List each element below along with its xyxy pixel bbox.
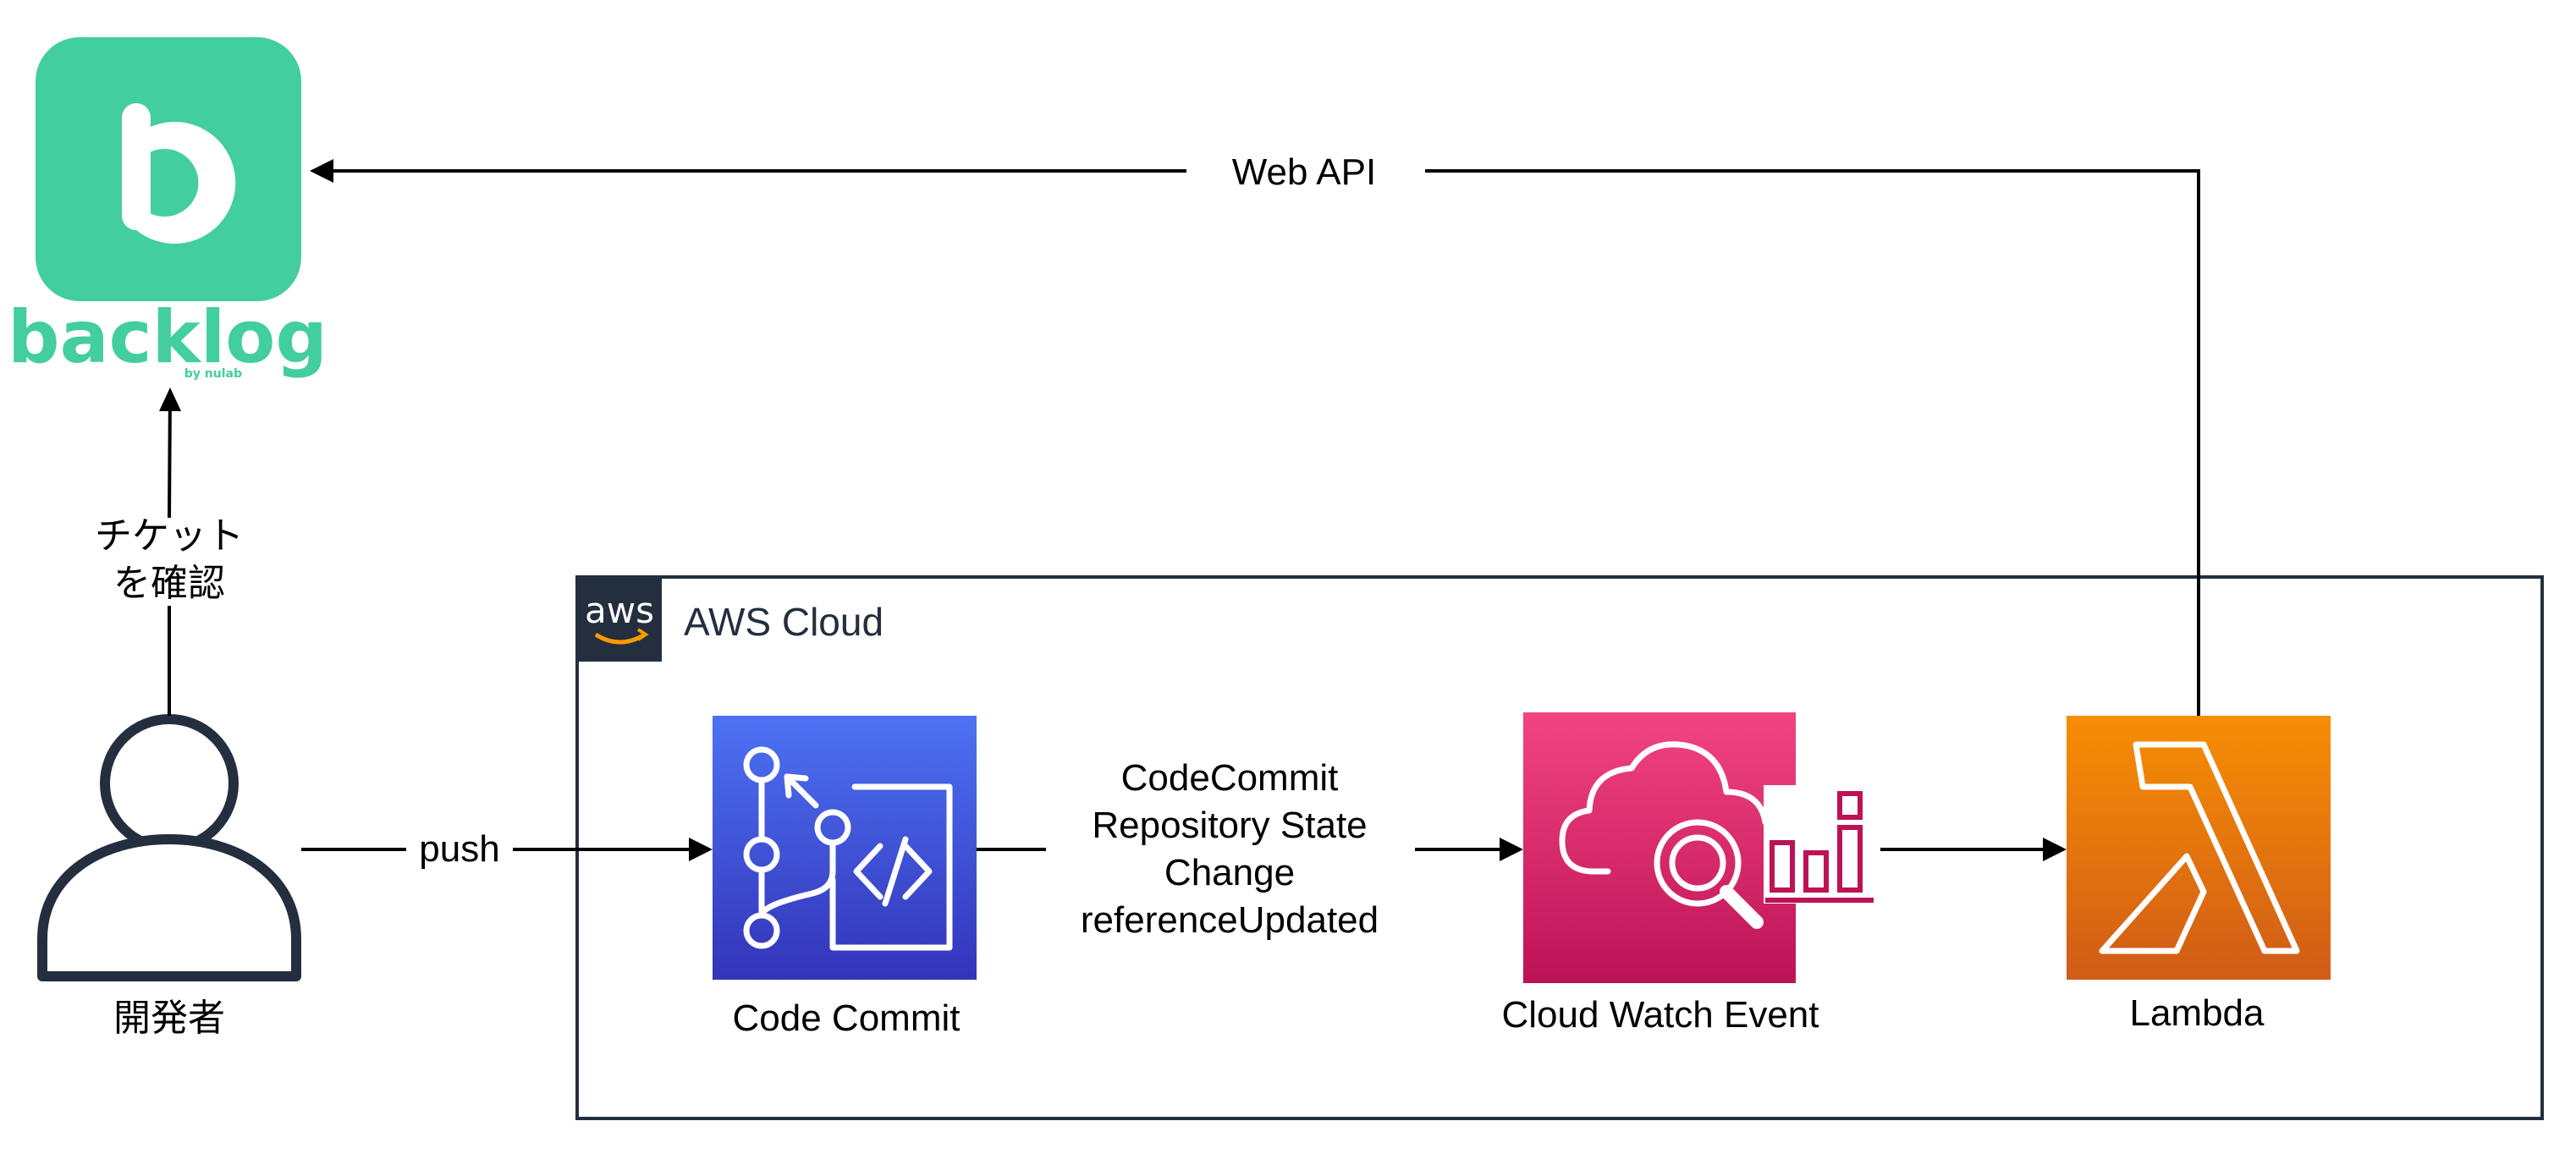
aws-badge-icon: aws bbox=[577, 577, 662, 662]
lambda-label: Lambda bbox=[2129, 992, 2265, 1034]
cloudwatch-label: Cloud Watch Event bbox=[1502, 994, 1819, 1036]
edge-ticket-check: チケット を確認 bbox=[95, 387, 244, 716]
lambda-icon bbox=[2067, 716, 2331, 980]
svg-text:aws: aws bbox=[585, 590, 654, 631]
backlog-byline: by nulab bbox=[184, 367, 242, 381]
backlog-logo-icon: backlog by nulab bbox=[8, 37, 328, 381]
developer-label: 開発者 bbox=[113, 997, 225, 1039]
edge-ticket-label-line2: を確認 bbox=[113, 563, 225, 604]
backlog-wordmark: backlog bbox=[8, 295, 328, 380]
codecommit-icon bbox=[713, 716, 977, 980]
cloudwatch-event-icon bbox=[1523, 712, 1877, 983]
edge-push: push bbox=[301, 828, 713, 870]
edge-cloudwatch-to-lambda bbox=[1880, 838, 2067, 861]
edge-event-label-line2: Repository State bbox=[1092, 805, 1367, 846]
aws-cloud-group: aws AWS Cloud bbox=[575, 575, 2544, 1120]
edge-ticket-label-line1: チケット bbox=[95, 515, 244, 557]
edge-web-api: Web API bbox=[310, 151, 2200, 716]
edge-event-label-line3: Change bbox=[1164, 852, 1295, 893]
edge-event-label-line1: CodeCommit bbox=[1121, 757, 1339, 799]
aws-cloud-label: AWS Cloud bbox=[684, 600, 883, 644]
codecommit-label: Code Commit bbox=[733, 997, 960, 1039]
edge-event-label-line4: referenceUpdated bbox=[1081, 899, 1379, 941]
edge-web-api-label: Web API bbox=[1232, 151, 1376, 193]
edge-push-label: push bbox=[419, 828, 499, 870]
edge-repository-state-change: CodeCommit Repository State Change refer… bbox=[977, 757, 1523, 941]
user-icon bbox=[37, 714, 301, 981]
